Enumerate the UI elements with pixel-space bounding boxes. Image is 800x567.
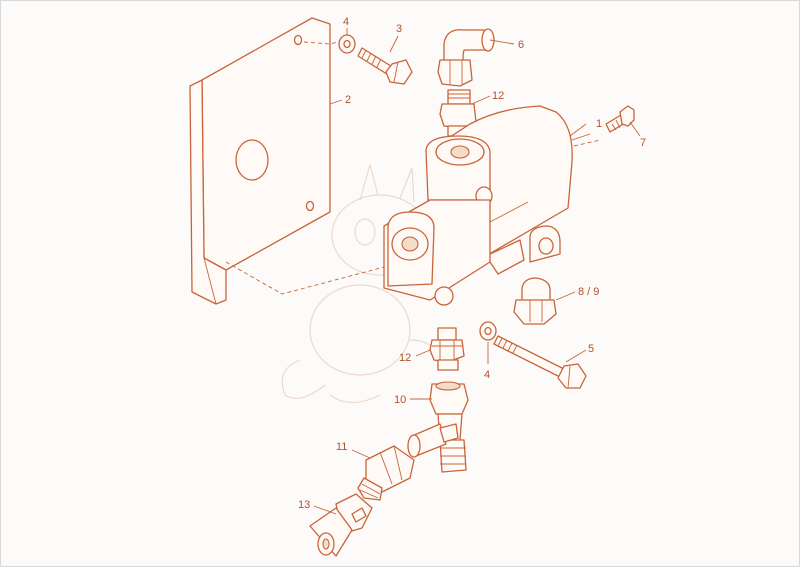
callout-13: 13 <box>298 499 310 511</box>
mounting-bracket <box>189 17 389 305</box>
callout-4-middle: 4 <box>484 369 490 381</box>
callout-1: 1 <box>596 118 602 130</box>
callout-12-lower: 12 <box>399 352 411 364</box>
callout-4-top: 4 <box>343 16 349 28</box>
side-nipple <box>513 277 557 325</box>
swivel-adapter <box>357 445 415 501</box>
elbow-fitting <box>437 28 495 87</box>
bolt-top <box>357 47 413 85</box>
callout-12-top: 12 <box>492 90 504 102</box>
callout-10: 10 <box>394 394 406 406</box>
callout-2: 2 <box>345 94 351 106</box>
callout-3: 3 <box>396 23 402 35</box>
callout-6: 6 <box>518 39 524 51</box>
callout-8-9: 8 / 9 <box>578 286 599 298</box>
callout-11: 11 <box>336 441 347 453</box>
valve-body <box>383 105 601 306</box>
tee-fitting <box>407 381 469 473</box>
leader-lines <box>313 28 641 515</box>
bolt-long <box>493 335 587 389</box>
callout-7: 7 <box>640 137 646 149</box>
end-fitting <box>309 493 373 557</box>
washer-middle <box>479 321 497 341</box>
plug-fitting <box>605 105 635 133</box>
nipple-lower <box>429 327 465 371</box>
washer-top <box>338 34 356 54</box>
callout-5: 5 <box>588 343 594 355</box>
